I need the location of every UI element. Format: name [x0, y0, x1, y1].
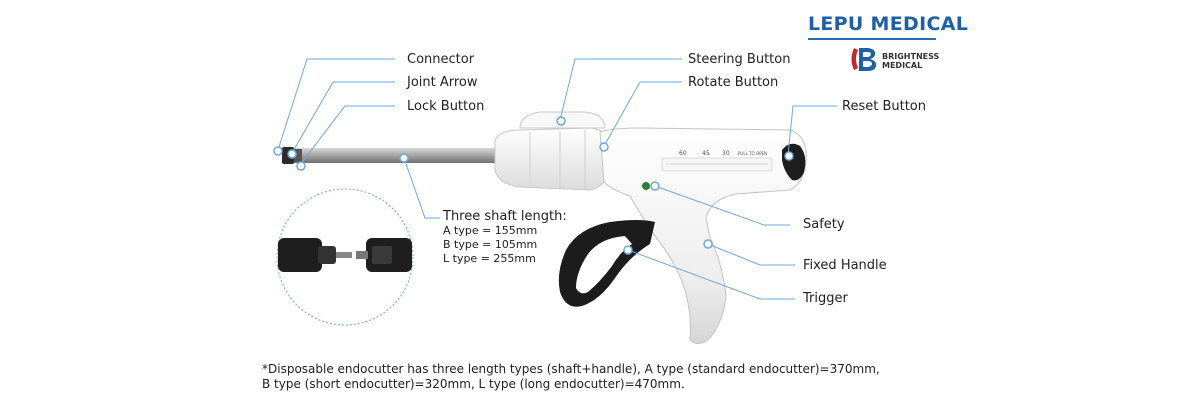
label-lock-button: Lock Button	[407, 99, 485, 114]
label-trigger: Trigger	[803, 291, 848, 306]
footnote-line1: *Disposable endocutter has three length …	[262, 362, 880, 376]
scale-mark-60: 60	[679, 150, 687, 157]
shaft-info-a-type: A type = 155mm	[443, 224, 538, 237]
detail-inset	[276, 188, 414, 326]
callout-dots	[273, 116, 794, 255]
footnote-line2: B type (short endocutter)=320mm, L type …	[262, 377, 685, 391]
label-steering-button: Steering Button	[688, 52, 791, 67]
shaft	[282, 147, 498, 164]
knob-ribs	[529, 130, 586, 189]
label-safety: Safety	[803, 217, 845, 232]
handle-body	[599, 127, 807, 344]
shaft-info-title: Three shaft length:	[443, 209, 567, 224]
sub-brand-line2: MEDICAL	[882, 61, 923, 70]
detail-connector-image	[278, 238, 412, 272]
rotation-knob	[494, 127, 613, 191]
scale-mark-45: 45	[702, 150, 710, 157]
callout-lines	[277, 58, 837, 300]
shaft-length-info: Three shaft length: A type = 155mm B typ…	[443, 209, 567, 266]
label-connector: Connector	[407, 52, 475, 67]
shaft-info-l-type: L type = 255mm	[443, 252, 536, 265]
trigger[interactable]	[558, 220, 655, 307]
scale-mark-30: 30	[722, 150, 730, 157]
footnote: *Disposable endocutter has three length …	[262, 362, 922, 392]
label-rotate-button: Rotate Button	[688, 75, 779, 90]
brand-logo-icon	[851, 48, 877, 71]
sub-brand: BRIGHTNESS MEDICAL	[882, 52, 939, 70]
brand-rule	[808, 38, 936, 40]
safety-indicator[interactable]	[642, 182, 650, 190]
label-joint-arrow: Joint Arrow	[407, 75, 478, 90]
brand-title: LEPU MEDICAL	[808, 13, 969, 35]
label-reset-button: Reset Button	[842, 99, 926, 114]
scale-window	[661, 157, 773, 172]
scale-caption: PULL TO OPEN	[738, 151, 767, 156]
shaft-info-b-type: B type = 105mm	[443, 238, 538, 251]
sub-brand-line1: BRIGHTNESS	[882, 52, 940, 61]
label-fixed-handle: Fixed Handle	[803, 258, 887, 273]
